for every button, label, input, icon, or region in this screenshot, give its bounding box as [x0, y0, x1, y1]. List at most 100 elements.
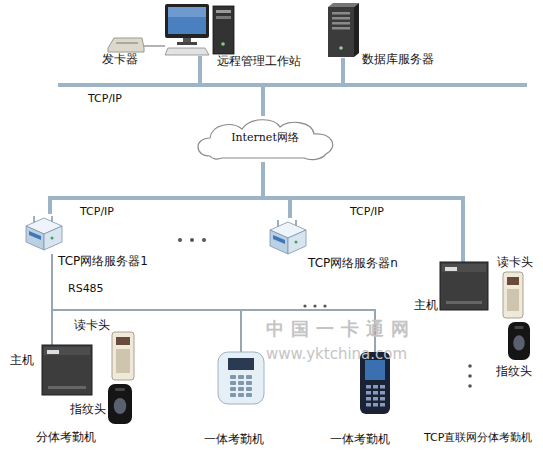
cabinet-label — [446, 301, 482, 304]
network-label: RS485 — [68, 282, 104, 295]
device-node: 主机 — [42, 345, 92, 395]
status-led — [295, 241, 298, 244]
terminal-key — [238, 393, 244, 397]
terminal-key — [238, 387, 244, 391]
host-cabinet — [42, 345, 92, 395]
status-led — [51, 237, 54, 240]
terminal-key — [380, 397, 385, 401]
terminal-key — [230, 375, 236, 379]
server-slot — [332, 22, 350, 25]
terminal-key — [366, 403, 371, 407]
device-icon — [326, 2, 360, 58]
terminal-key — [380, 391, 385, 395]
device-icon — [165, 4, 235, 56]
device-label: 数据库服务器 — [362, 52, 434, 66]
terminal-key — [373, 391, 378, 395]
terminal-key — [238, 375, 244, 379]
server-slot — [332, 12, 350, 15]
watermark-text: 中国一卡通网 — [266, 318, 416, 340]
device-node: 主机 — [440, 262, 488, 310]
terminal-key — [230, 381, 236, 385]
monitor-frame — [165, 4, 209, 38]
reader-keypad — [507, 289, 519, 311]
device-label: 远程管理工作站 — [217, 54, 301, 68]
card-slot — [116, 42, 138, 43]
terminal-key — [380, 403, 385, 407]
device-label: TCP网络服务器1 — [58, 254, 148, 268]
device-node: TCP网络服务器1 — [22, 214, 66, 254]
device-node: 数据库服务器 — [326, 2, 360, 58]
ellipsis-dot — [190, 238, 194, 242]
terminal-screen — [365, 360, 385, 380]
device-label: 一体考勤机 — [330, 432, 390, 446]
server-slot — [332, 27, 350, 30]
ellipsis-dot — [202, 238, 206, 242]
fingerprint-body — [108, 384, 132, 424]
device-icon — [112, 332, 134, 380]
terminal-body — [218, 352, 264, 404]
terminal-key — [373, 397, 378, 401]
terminal-key — [373, 403, 378, 407]
device-icon — [108, 36, 144, 52]
terminal-key — [246, 381, 252, 385]
brand-plate — [47, 350, 59, 354]
pc-tower — [213, 6, 234, 54]
terminal-key — [230, 393, 236, 397]
network-link — [263, 162, 463, 262]
drive-bay — [216, 16, 231, 19]
monitor-stand — [183, 38, 191, 42]
device-icon — [22, 214, 66, 254]
terminal-key — [366, 391, 371, 395]
server-left-face — [26, 226, 44, 250]
terminal-key — [246, 393, 252, 397]
card-issuer-body — [108, 38, 144, 52]
server-left-face — [270, 230, 288, 254]
device-node: 指纹头 — [108, 384, 132, 424]
monitor-screen — [168, 7, 206, 34]
terminal-key — [373, 385, 378, 389]
device-label: 发卡器 — [102, 52, 138, 66]
device-icon — [440, 262, 488, 310]
device-icon — [266, 218, 308, 258]
terminal-key — [246, 375, 252, 379]
reader-display — [507, 277, 519, 285]
device-label: 读卡头 — [497, 255, 533, 269]
keyboard — [165, 48, 209, 55]
terminal-key — [366, 385, 371, 389]
ellipsis-dot — [468, 374, 472, 378]
brand-stripe — [29, 231, 41, 240]
fingerprint-window — [513, 335, 524, 350]
server-right-face — [288, 230, 306, 254]
device-node: 指纹头 — [508, 322, 530, 360]
device-node: 远程管理工作站 — [165, 4, 235, 56]
cabinet-highlight — [442, 264, 486, 272]
card-reader-body — [503, 272, 523, 318]
fingerprint-led — [115, 388, 125, 391]
device-label: 指纹头 — [496, 364, 532, 378]
network-link — [263, 162, 290, 218]
device-label: 主机 — [414, 298, 438, 312]
power-led — [339, 46, 343, 50]
device-node: 读卡头 — [503, 272, 523, 318]
server-front — [328, 7, 354, 57]
device-node: TCP网络服务器n — [266, 218, 308, 258]
network-label: TCP直联网分体考勤机 — [424, 431, 532, 444]
device-label: 指纹头 — [70, 402, 106, 416]
ellipsis-dot — [468, 364, 472, 368]
server-right-face — [44, 226, 62, 250]
device-icon — [508, 322, 530, 360]
ellipsis-dot — [303, 304, 306, 307]
device-icon — [42, 345, 92, 395]
fingerprint-body — [508, 322, 530, 360]
host-cabinet — [440, 262, 488, 310]
device-icon — [108, 384, 132, 424]
ellipsis-dot — [178, 238, 182, 242]
device-node: Internet网络 — [190, 116, 340, 162]
fingerprint-led — [515, 326, 524, 329]
ellipsis-dot — [313, 304, 316, 307]
network-label: TCP/IP — [80, 205, 114, 218]
device-label: TCP网络服务器n — [308, 256, 398, 270]
network-label: TCP/IP — [350, 205, 384, 218]
device-label: 一体考勤机 — [204, 432, 264, 446]
